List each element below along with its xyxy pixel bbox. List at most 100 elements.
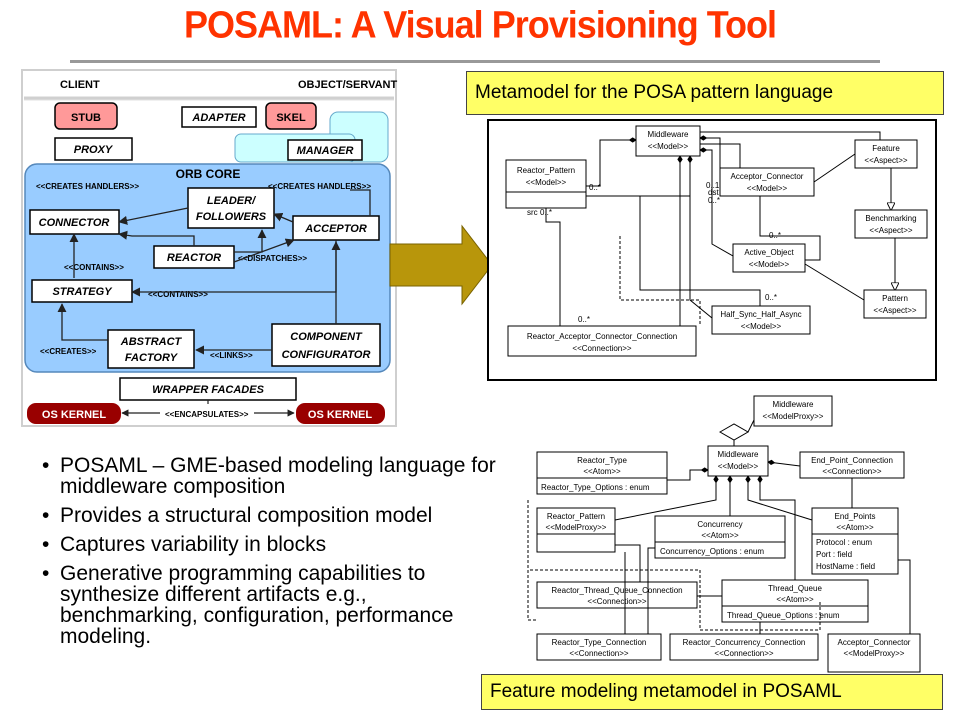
svg-text:0..*: 0..* xyxy=(589,183,601,192)
component-configurator-box xyxy=(271,323,381,367)
title-underline xyxy=(70,60,880,63)
uml-reactor-type xyxy=(536,451,668,495)
svg-text:Middleware: Middleware xyxy=(718,450,759,459)
contains-label-2: <<CONTAINS>> xyxy=(148,290,208,299)
uml-benchmarking xyxy=(854,209,928,239)
creates-handlers-left-label: <<CREATES HANDLERS>> xyxy=(36,182,139,191)
svg-text:Reactor_Type: Reactor_Type xyxy=(577,456,627,465)
strategy-label: STRATEGY xyxy=(52,286,113,298)
connector-label: CONNECTOR xyxy=(39,217,110,229)
svg-text:Half_Sync_Half_Async: Half_Sync_Half_Async xyxy=(720,310,801,319)
os-kernel-left-label: OS KERNEL xyxy=(42,409,106,421)
bullet-item: POSAML – GME-based modeling language for… xyxy=(38,455,508,497)
svg-text:Acceptor_Connector: Acceptor_Connector xyxy=(838,638,911,647)
uml-middleware-proxy xyxy=(753,395,833,427)
svg-text:<<Model>>: <<Model>> xyxy=(741,322,782,331)
svg-text:0..1: 0..1 xyxy=(706,181,720,190)
os-kernel-left-box xyxy=(27,403,121,424)
creates-handlers-right-label: <<CREATES HANDLERS>> xyxy=(268,182,371,191)
uml-end-points xyxy=(811,507,899,575)
svg-text:Active_Object: Active_Object xyxy=(744,248,794,257)
svg-text:Acceptor_Connector: Acceptor_Connector xyxy=(731,172,804,181)
svg-text:<<ModelProxy>>: <<ModelProxy>> xyxy=(546,523,607,532)
svg-text:0..*: 0..* xyxy=(765,293,777,302)
svg-text:Middleware: Middleware xyxy=(773,400,814,409)
os-kernel-right-box xyxy=(296,403,385,424)
uml-middleware xyxy=(635,125,701,157)
manager-box xyxy=(287,139,363,161)
uml-rtq-connection xyxy=(536,581,698,609)
svg-text:<<ModelProxy>>: <<ModelProxy>> xyxy=(844,649,905,658)
svg-text:src: src xyxy=(527,208,538,217)
uml-pattern xyxy=(863,289,927,319)
uml-half-sync xyxy=(711,305,811,335)
svg-text:Concurrency_Options : enum: Concurrency_Options : enum xyxy=(660,547,764,556)
links-label: <<LINKS>> xyxy=(210,351,253,360)
svg-text:Reactor_Acceptor_Connector_Con: Reactor_Acceptor_Connector_Connection xyxy=(527,332,677,341)
skel-label: SKEL xyxy=(276,112,306,124)
svg-text:Concurrency: Concurrency xyxy=(697,520,742,529)
stub-label: STUB xyxy=(71,112,101,124)
configurator-label: CONFIGURATOR xyxy=(282,349,371,361)
svg-text:End_Points: End_Points xyxy=(835,512,876,521)
uml-reactor-pattern xyxy=(505,159,587,209)
orb-core-label: ORB CORE xyxy=(176,167,241,181)
skel-box xyxy=(265,102,317,130)
uml-concurrency xyxy=(654,515,786,559)
svg-text:Reactor_Thread_Queue_Connectio: Reactor_Thread_Queue_Connection xyxy=(551,586,682,595)
adapter-label: ADAPTER xyxy=(191,112,245,124)
bullet-item: Captures variability in blocks xyxy=(38,534,508,555)
abstract-label: ABSTRACT xyxy=(120,336,183,348)
contains-label-1: <<CONTAINS>> xyxy=(64,263,124,272)
followers-label: FOLLOWERS xyxy=(196,211,267,223)
uml-rc-connection xyxy=(669,633,819,661)
svg-text:0..*: 0..* xyxy=(578,315,590,324)
posa-metamodel-callout: Metamodel for the POSA pattern language xyxy=(466,71,944,115)
uml-active-object xyxy=(732,243,806,273)
uml-end-point-connection xyxy=(799,451,905,479)
uml-feature-middleware xyxy=(707,445,769,477)
svg-text:Benchmarking: Benchmarking xyxy=(865,214,916,223)
svg-text:Middleware: Middleware xyxy=(648,130,689,139)
proxy-label: PROXY xyxy=(74,144,114,156)
reactor-label: REACTOR xyxy=(167,252,221,264)
svg-text:End_Point_Connection: End_Point_Connection xyxy=(811,456,893,465)
svg-text:Thread_Queue_Options : enum: Thread_Queue_Options : enum xyxy=(727,611,840,620)
svg-text:Thread_Queue: Thread_Queue xyxy=(768,584,822,593)
svg-text:Reactor_Type_Connection: Reactor_Type_Connection xyxy=(552,638,647,647)
slide-title: POSAML: A Visual Provisioning Tool xyxy=(183,2,777,46)
uml-rt-connection xyxy=(536,633,662,661)
transition-arrow xyxy=(389,224,493,306)
feature-metamodel-callout: Feature modeling metamodel in POSAML xyxy=(481,674,943,710)
uml-thread-queue xyxy=(721,579,869,623)
encapsulates-label: <<ENCAPSULATES>> xyxy=(165,410,249,419)
bullet-list: POSAML – GME-based modeling language for… xyxy=(38,455,508,655)
svg-text:<<Connection>>: <<Connection>> xyxy=(572,344,631,353)
svg-text:<<Connection>>: <<Connection>> xyxy=(714,649,773,658)
uml-acceptor-connector-proxy xyxy=(827,633,921,673)
svg-text:<<Atom>>: <<Atom>> xyxy=(701,531,739,540)
acceptor-label: ACCEPTOR xyxy=(304,223,367,235)
svg-text:<<ModelProxy>>: <<ModelProxy>> xyxy=(763,412,824,421)
factory-label: FACTORY xyxy=(125,352,179,364)
svg-text:<<Model>>: <<Model>> xyxy=(526,178,567,187)
svg-text:<<Atom>>: <<Atom>> xyxy=(583,467,621,476)
svg-text:<<Connection>>: <<Connection>> xyxy=(569,649,628,658)
svg-text:<<Aspect>>: <<Aspect>> xyxy=(873,306,916,315)
client-label: CLIENT xyxy=(60,79,100,91)
creates-label: <<CREATES>> xyxy=(40,347,97,356)
svg-text:<<Connection>>: <<Connection>> xyxy=(587,597,646,606)
uml-acceptor-connector xyxy=(719,167,815,197)
wrapper-facades-label: WRAPPER FACADES xyxy=(152,384,265,396)
svg-text:<<Aspect>>: <<Aspect>> xyxy=(864,156,907,165)
uml-reactor-pattern-proxy xyxy=(536,507,616,553)
leader-label: LEADER/ xyxy=(207,195,257,207)
svg-text:Pattern: Pattern xyxy=(882,294,908,303)
manager-label: MANAGER xyxy=(297,145,354,157)
svg-text:<<Aspect>>: <<Aspect>> xyxy=(869,226,912,235)
svg-text:Reactor_Pattern: Reactor_Pattern xyxy=(517,166,575,175)
svg-text:Reactor_Concurrency_Connection: Reactor_Concurrency_Connection xyxy=(683,638,806,647)
